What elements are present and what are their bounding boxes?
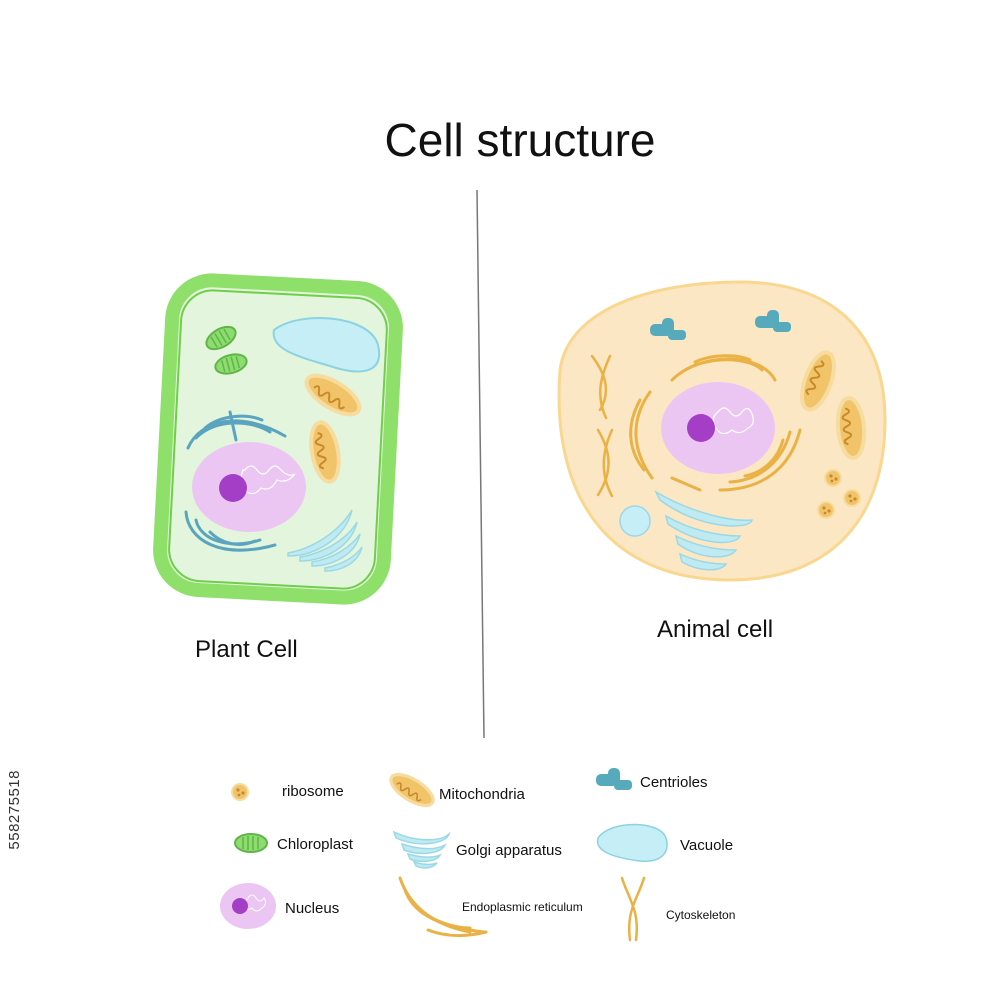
plant-endoplasmic-reticulum (184, 410, 287, 552)
divider-line (476, 189, 485, 739)
legend-chloroplast-icon (234, 833, 268, 853)
animal-ribosome (843, 489, 861, 507)
animal-ribosome (824, 469, 842, 487)
animal-vacuole (619, 505, 651, 537)
plant-cell (153, 273, 403, 605)
legend-ribosome-label: ribosome (282, 783, 344, 800)
diagram-title: Cell structure (384, 114, 656, 166)
legend-cytoskeleton-label: Cytoskeleton (666, 908, 736, 922)
animal-chromatin (712, 407, 754, 435)
plant-nucleolus (219, 474, 247, 502)
animal-cytoskeleton (590, 354, 614, 498)
legend-nucleus-label: Nucleus (285, 900, 340, 917)
animal-endoplasmic-reticulum (629, 354, 802, 492)
plant-cell-membrane (168, 289, 388, 590)
legend-chloroplast-label: Chloroplast (277, 836, 353, 853)
animal-nucleus (661, 382, 775, 474)
plant-nucleus (192, 442, 306, 532)
animal-ribosome (817, 501, 835, 519)
legend-nucleolus-icon (232, 898, 248, 914)
animal-nucleolus (687, 414, 715, 442)
legend (220, 766, 668, 942)
legend-mitochondria-label: Mitochondria (439, 786, 525, 803)
legend-vacuole-label: Vacuole (680, 837, 734, 854)
legend-cytoskeleton-icon (620, 876, 646, 942)
legend-mitochondria-icon (384, 766, 440, 814)
legend-centrioles-icon (596, 768, 632, 790)
legend-golgi-icon (392, 830, 451, 869)
animal-cell (557, 280, 887, 582)
legend-er-label: Endoplasmic reticulum (462, 900, 583, 914)
stock-id-watermark: 558275518 (6, 770, 23, 850)
legend-centrioles-label: Centrioles (640, 774, 708, 791)
legend-chromatin-icon (243, 894, 267, 912)
legend-vacuole-icon (596, 823, 668, 862)
legend-ribosome-icon (231, 783, 249, 801)
animal-golgi-apparatus (654, 490, 753, 571)
plant-golgi-apparatus (287, 509, 363, 572)
legend-golgi-label: Golgi apparatus (456, 842, 562, 859)
plant-chromatin (240, 465, 296, 495)
legend-er-icon (398, 876, 488, 937)
animal-cell-label: Animal cell (657, 616, 774, 643)
plant-vacuole (272, 317, 381, 373)
plant-cell-label: Plant Cell (195, 636, 298, 663)
